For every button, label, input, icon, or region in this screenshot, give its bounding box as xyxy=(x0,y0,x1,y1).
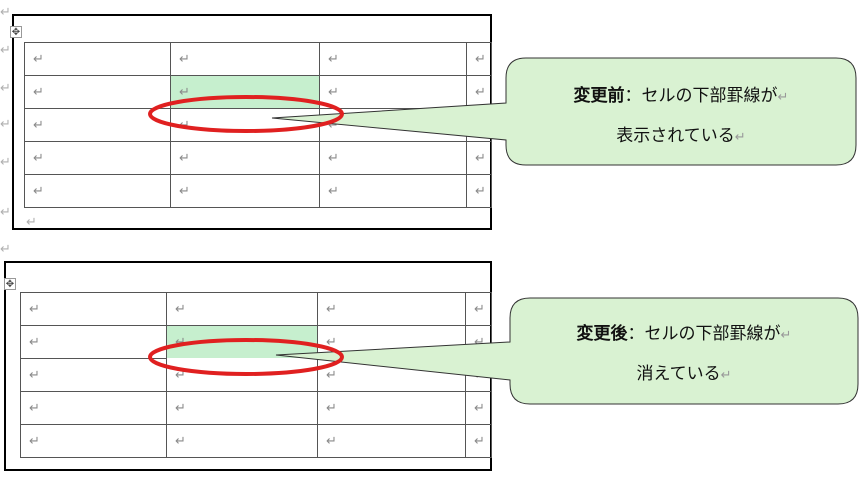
table-cell[interactable]: ↵ xyxy=(317,391,466,425)
table-cell[interactable]: ↵ xyxy=(319,174,467,208)
table-cell[interactable]: ↵ xyxy=(20,424,167,458)
table-row: ↵ ↵ ↵ ↵ xyxy=(24,174,492,208)
callout-label-bold: 変更後 xyxy=(576,324,628,344)
paragraph-mark: ↵ xyxy=(777,90,789,105)
paragraph-mark: ↵ xyxy=(26,215,37,230)
table-cell[interactable]: ↵ xyxy=(166,424,318,458)
table-cell[interactable]: ↵ xyxy=(20,391,167,425)
table-cell[interactable]: ↵ xyxy=(24,141,171,175)
table-cell[interactable]: ↵ xyxy=(20,358,167,392)
table-cell[interactable]: ↵ xyxy=(170,141,320,175)
callout-line1-before: 変更前：セルの下部罫線が↵ xyxy=(506,76,856,118)
paragraph-mark: ↵ xyxy=(0,5,11,20)
table-row: ↵ ↵ ↵ ↵ xyxy=(24,42,492,76)
table-cell[interactable]: ↵ xyxy=(24,42,171,76)
paragraph-mark: ↵ xyxy=(0,155,11,170)
callout-line2-after: 消えている↵ xyxy=(510,354,858,396)
highlighted-cell[interactable]: ↵ xyxy=(170,75,320,109)
table-cell[interactable]: ↵ xyxy=(465,424,492,458)
table-cell[interactable]: ↵ xyxy=(319,141,467,175)
table-row: ↵ ↵ ↵ ↵ xyxy=(20,292,492,326)
paragraph-mark: ↵ xyxy=(0,81,11,96)
paragraph-mark: ↵ xyxy=(0,205,11,220)
callout-bubble-before xyxy=(271,57,857,166)
callout-line2-text: 表示されている xyxy=(616,126,735,146)
table-move-handle-icon[interactable]: ✥ xyxy=(10,26,22,38)
table-cell[interactable]: ↵ xyxy=(319,42,467,76)
table-cell[interactable]: ↵ xyxy=(466,75,492,109)
table-cell[interactable]: ↵ xyxy=(317,292,466,326)
paragraph-mark: ↵ xyxy=(0,242,11,257)
paragraph-mark: ↵ xyxy=(720,368,732,383)
table-cell[interactable]: ↵ xyxy=(466,174,492,208)
callout-line1-after: 変更後：セルの下部罫線が↵ xyxy=(510,314,858,356)
table-row: ↵ ↵ ↵ ↵ xyxy=(20,391,492,425)
table-cell[interactable]: ↵ xyxy=(319,75,467,109)
paragraph-mark: ↵ xyxy=(734,130,746,145)
highlight-ellipse-after xyxy=(148,338,344,376)
callout-bubble-after xyxy=(275,297,859,405)
table-cell[interactable]: ↵ xyxy=(24,174,171,208)
table-move-handle-icon[interactable]: ✥ xyxy=(4,278,16,290)
table-row: ↵ ↵ ↵ ↵ xyxy=(24,75,492,109)
table-cell[interactable]: ↵ xyxy=(170,174,320,208)
callout-label-bold: 変更前 xyxy=(573,86,625,106)
callout-line2-text: 消えている xyxy=(636,364,721,384)
table-cell[interactable]: ↵ xyxy=(170,42,320,76)
highlight-ellipse-before xyxy=(148,95,344,133)
paragraph-mark: ↵ xyxy=(0,43,11,58)
paragraph-mark: ↵ xyxy=(0,117,11,132)
callout-label-rest: ：セルの下部罫線が xyxy=(627,324,781,344)
table-before: ↵ ↵ ↵ ↵ ↵ ↵ ↵ ↵ ↵ ↵ ↵ ↵ ↵ ↵ ↵ ↵ ↵ ↵ ↵ ↵ xyxy=(24,42,492,208)
table-cell[interactable]: ↵ xyxy=(317,424,466,458)
callout-label-rest: ：セルの下部罫線が xyxy=(624,86,778,106)
callout-line2-before: 表示されている↵ xyxy=(506,116,856,158)
table-row: ↵ ↵ ↵ ↵ xyxy=(24,141,492,175)
table-row: ↵ ↵ ↵ ↵ xyxy=(20,424,492,458)
paragraph-mark: ↵ xyxy=(780,328,792,343)
